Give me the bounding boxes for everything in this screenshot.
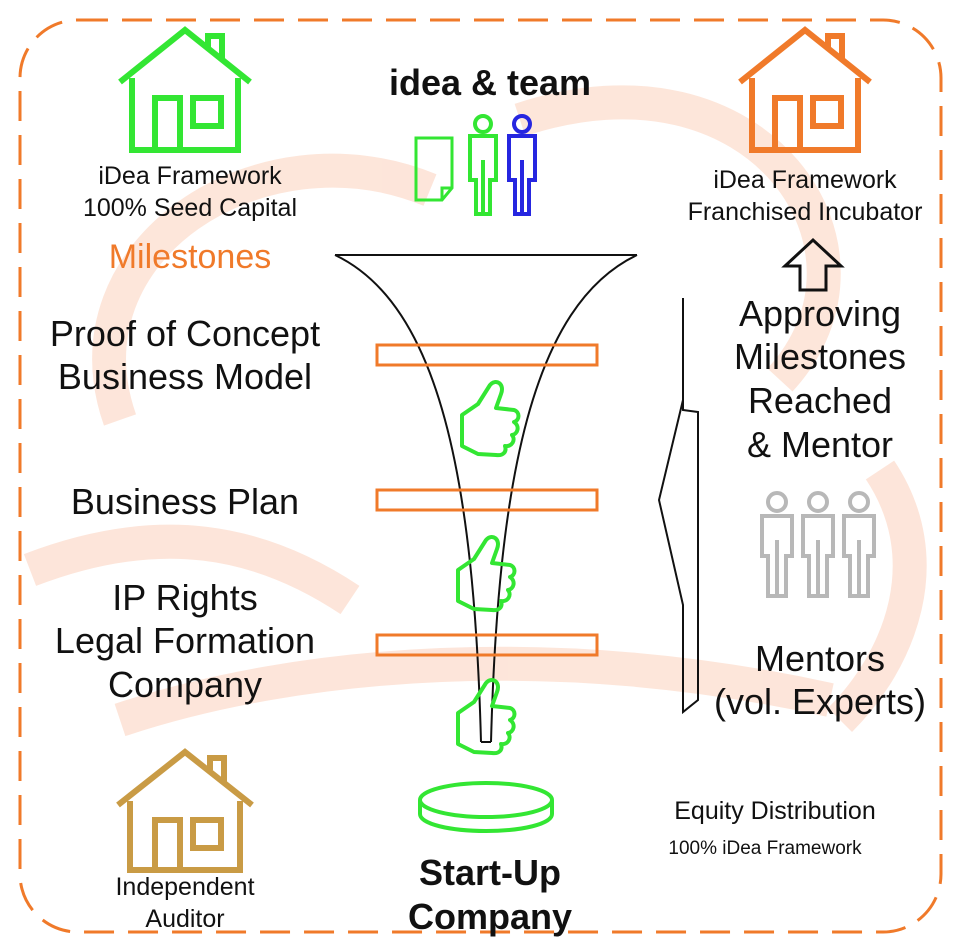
milestone-bar bbox=[375, 488, 599, 512]
watermark-swirl bbox=[23, 85, 927, 737]
milestones-heading: Milestones bbox=[108, 238, 272, 276]
approving-line1: Approving bbox=[738, 293, 902, 334]
milestone-2: Business Plan bbox=[70, 481, 300, 522]
milestone-bar bbox=[375, 343, 599, 367]
dashed-frame bbox=[18, 18, 943, 934]
milestone-3-line2: Legal Formation bbox=[54, 620, 316, 661]
milestone-bar bbox=[375, 633, 599, 657]
house-icon bbox=[738, 26, 872, 153]
milestone-3-line3: Company bbox=[107, 664, 263, 705]
equity-line1: Equity Distribution bbox=[674, 797, 876, 825]
house-icon bbox=[116, 748, 254, 873]
startup-line1: Start-Up bbox=[419, 852, 561, 893]
idea-team-title: idea & team bbox=[388, 62, 592, 103]
approving-line2: Milestones bbox=[733, 336, 907, 377]
thumbs-up-icon bbox=[456, 535, 517, 613]
milestone-3-line1: IP Rights bbox=[112, 577, 258, 618]
person-icon bbox=[842, 491, 876, 598]
document-icon bbox=[414, 136, 454, 202]
milestone-1-line1: Proof of Concept bbox=[49, 313, 321, 354]
coin-icon bbox=[418, 781, 554, 834]
thumbs-up-icon bbox=[456, 678, 517, 756]
approving-line3: Reached bbox=[747, 380, 893, 421]
left-arrow-shape bbox=[657, 298, 699, 715]
house-icon bbox=[118, 26, 252, 153]
startup-line2: Company bbox=[407, 896, 573, 937]
left-house-label-line1: iDea Framework bbox=[98, 162, 282, 190]
person-icon bbox=[468, 114, 498, 216]
person-icon bbox=[801, 491, 835, 598]
person-icon bbox=[760, 491, 794, 598]
auditor-line1: Independent bbox=[115, 873, 255, 901]
auditor-line2: Auditor bbox=[145, 905, 225, 933]
left-house-label-line2: 100% Seed Capital bbox=[82, 194, 298, 222]
person-icon bbox=[507, 114, 537, 216]
mentors-line2: (vol. Experts) bbox=[713, 681, 927, 722]
thumbs-up-icon bbox=[460, 380, 521, 458]
right-house-label-line1: iDea Framework bbox=[713, 166, 897, 194]
milestone-1-line2: Business Model bbox=[57, 356, 313, 397]
equity-line2: 100% iDea Framework bbox=[668, 838, 862, 859]
mentors-line1: Mentors bbox=[754, 638, 886, 679]
right-house-label-line2: Franchised Incubator bbox=[687, 198, 923, 226]
up-arrow-icon bbox=[781, 237, 845, 292]
funnel-shape bbox=[334, 254, 638, 743]
approving-line4: & Mentor bbox=[746, 424, 894, 465]
